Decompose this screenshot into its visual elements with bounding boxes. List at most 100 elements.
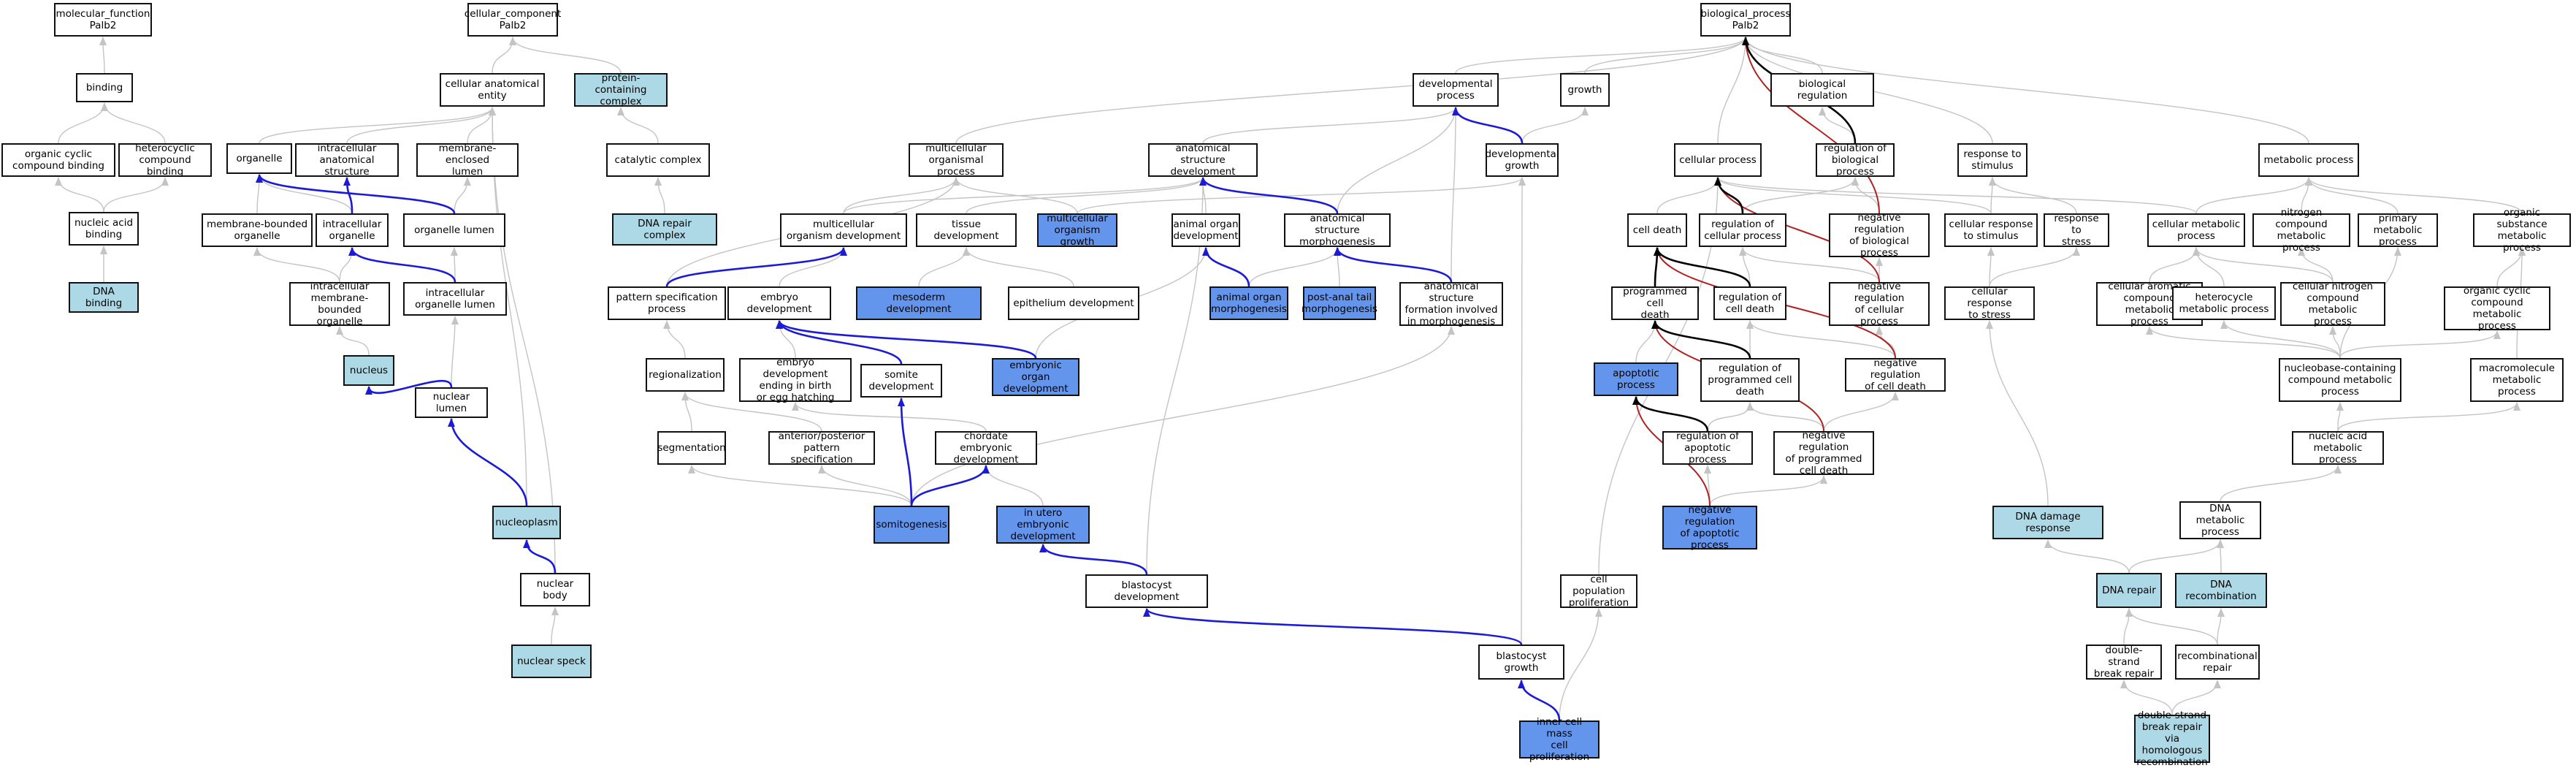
- go-term-catc[interactable]: catalytic complex: [606, 143, 710, 177]
- edge-nab-to-hcb: [103, 177, 169, 213]
- go-term-psp[interactable]: pattern specification process: [608, 286, 726, 320]
- go-term-somg[interactable]: somitogenesis: [874, 506, 949, 544]
- go-term-recr[interactable]: recombinational repair: [2175, 645, 2260, 680]
- go-term-aom[interactable]: animal organ morphogenesis: [1209, 286, 1288, 320]
- go-term-cncmp[interactable]: cellular nitrogen compound metabolic pro…: [2280, 281, 2385, 327]
- go-term-occb[interactable]: organic cyclic compound binding: [1, 143, 115, 177]
- go-term-nrcd[interactable]: negative regulation of cell death: [1845, 357, 1946, 392]
- go-term-bp[interactable]: biological_process Palb2: [1700, 3, 1791, 37]
- go-term-mod[interactable]: multicellular organism development: [780, 213, 907, 247]
- go-term-apps[interactable]: anterior/posterior pattern specification: [768, 430, 875, 465]
- go-term-pcd[interactable]: programmed cell death: [1611, 286, 1699, 321]
- go-term-crs[interactable]: cellular response to stimulus: [1944, 213, 2038, 247]
- go-term-hmp[interactable]: heterocycle metabolic process: [2172, 286, 2276, 320]
- go-term-nrap[interactable]: negative regulation of apoptotic process: [1662, 504, 1757, 551]
- go-term-nab[interactable]: nucleic acid binding: [69, 212, 139, 246]
- go-term-nlumen[interactable]: nuclear lumen: [415, 387, 488, 418]
- go-term-icmp[interactable]: inner cell mass cell proliferation: [1519, 716, 1600, 763]
- go-term-apop[interactable]: apoptotic process: [1594, 362, 1678, 396]
- go-term-mop[interactable]: multicellular organismal process: [909, 142, 1004, 178]
- go-term-epid[interactable]: epithelium development: [1008, 286, 1139, 320]
- go-term-embd[interactable]: embryo development: [727, 286, 831, 320]
- go-term-rbp[interactable]: regulation of biological process: [1816, 142, 1895, 178]
- go-term-dsbrhr[interactable]: double-strand break repair via homologou…: [2134, 710, 2210, 768]
- go-term-cmp[interactable]: cellular metabolic process: [2147, 213, 2245, 247]
- go-term-cellp[interactable]: cellular process: [1674, 143, 1762, 177]
- go-term-dsbr[interactable]: double-strand break repair: [2086, 645, 2162, 680]
- go-term-edeb[interactable]: embryo development ending in birth or eg…: [739, 357, 852, 403]
- go-term-imbo[interactable]: intracellular membrane-bounded organelle: [289, 281, 390, 327]
- go-term-eod[interactable]: embryonic organ development: [992, 358, 1079, 396]
- go-term-asm[interactable]: anatomical structure morphogenesis: [1284, 213, 1391, 248]
- go-term-cpp[interactable]: cell population proliferation: [1560, 574, 1637, 609]
- go-term-binding[interactable]: binding: [76, 73, 133, 102]
- edge-icmp-to-blastg: [1518, 680, 1561, 721]
- go-term-nbody[interactable]: nuclear body: [520, 573, 590, 607]
- go-term-somd[interactable]: somite development: [860, 364, 942, 398]
- go-term-cc[interactable]: cellular_component Palb2: [465, 3, 561, 37]
- edge-asfm-to-asm: [1334, 247, 1453, 283]
- go-term-blastg[interactable]: blastocyst growth: [1478, 645, 1564, 680]
- go-term-aod[interactable]: animal organ development: [1172, 213, 1240, 247]
- go-term-cae[interactable]: cellular anatomical entity: [440, 73, 545, 107]
- go-term-nucleoplasm[interactable]: nucleoplasm: [492, 506, 561, 539]
- go-term-ddr[interactable]: DNA damage response: [1992, 506, 2103, 539]
- go-term-dnarec[interactable]: DNA recombination: [2175, 573, 2267, 608]
- go-term-dnamp[interactable]: DNA metabolic process: [2179, 501, 2261, 539]
- go-term-io[interactable]: intracellular organelle: [316, 213, 389, 247]
- go-term-mf[interactable]: molecular_function Palb2: [54, 3, 152, 37]
- go-term-ias[interactable]: intracellular anatomical structure: [295, 142, 399, 178]
- go-term-asfm[interactable]: anatomical structure formation involved …: [1399, 281, 1503, 327]
- go-term-mog[interactable]: multicellular organism growth: [1037, 213, 1117, 248]
- go-term-nrbp[interactable]: negative regulation of biological proces…: [1829, 212, 1930, 259]
- go-term-patm[interactable]: post-anal tail morphogenesis: [1302, 286, 1377, 320]
- go-term-tissd[interactable]: tissue development: [916, 213, 1017, 247]
- go-term-dnab[interactable]: DNA binding: [69, 282, 139, 313]
- go-term-regz[interactable]: regionalization: [646, 358, 725, 392]
- go-term-mmmp[interactable]: macromolecule metabolic process: [2470, 358, 2564, 402]
- go-term-ced[interactable]: chordate embryonic development: [935, 430, 1037, 465]
- go-term-rts[interactable]: response to stimulus: [1957, 143, 2027, 177]
- go-term-iued[interactable]: in utero embryonic development: [996, 506, 1090, 544]
- edge-nucleoplasm-to-nlumen: [448, 418, 528, 506]
- go-term-devp[interactable]: developmental process: [1413, 73, 1499, 107]
- go-term-ncmp[interactable]: nitrogen compound metabolic process: [2252, 207, 2350, 254]
- edge-asm-to-devp: [1337, 107, 1459, 214]
- go-term-rcd[interactable]: regulation of cell death: [1713, 286, 1786, 320]
- go-term-pmp[interactable]: primary metabolic process: [2358, 213, 2438, 248]
- edge-dsbrhr-to-dsbr: [2120, 680, 2173, 715]
- go-term-iol[interactable]: intracellular organelle lumen: [403, 282, 507, 316]
- go-term-growth[interactable]: growth: [1560, 73, 1610, 107]
- go-term-osmp[interactable]: organic substance metabolic process: [2473, 207, 2571, 254]
- go-term-devg[interactable]: developmental growth: [1485, 143, 1559, 177]
- go-term-pcc[interactable]: protein-containing complex: [574, 72, 668, 107]
- go-term-crstress[interactable]: cellular response to stress: [1944, 286, 2035, 321]
- go-term-ol[interactable]: organelle lumen: [403, 213, 505, 247]
- go-term-dnarep[interactable]: DNA repair: [2096, 573, 2162, 608]
- go-term-seg[interactable]: segmentation: [657, 431, 726, 465]
- edge-rtstress-to-rts: [1989, 177, 2077, 214]
- go-term-nbccmp[interactable]: nucleobase-containing compound metabolic…: [2279, 358, 2401, 402]
- go-term-nspeck[interactable]: nuclear speck: [511, 645, 592, 678]
- edge-nrpcd-to-nrcd: [1823, 392, 1899, 432]
- go-term-bioreg[interactable]: biological regulation: [1770, 73, 1874, 107]
- go-term-mel[interactable]: membrane-enclosed lumen: [416, 142, 519, 178]
- go-term-mbo[interactable]: membrane-bounded organelle: [202, 213, 313, 247]
- go-term-nrcp[interactable]: negative regulation of cellular process: [1829, 281, 1930, 327]
- go-term-blastd[interactable]: blastocyst development: [1085, 574, 1208, 608]
- go-term-occmp[interactable]: organic cyclic compound metabolic proces…: [2444, 285, 2550, 332]
- go-term-rpcd[interactable]: regulation of programmed cell death: [1700, 358, 1800, 402]
- go-term-asd[interactable]: anatomical structure development: [1148, 142, 1258, 178]
- go-term-rcp[interactable]: regulation of cellular process: [1699, 213, 1786, 247]
- go-term-rap[interactable]: regulation of apoptotic process: [1662, 430, 1753, 465]
- go-term-mesd[interactable]: mesoderm development: [856, 286, 982, 320]
- go-term-namp[interactable]: nucleic acid metabolic process: [2292, 430, 2384, 465]
- go-term-nrpcd[interactable]: negative regulation of programmed cell d…: [1773, 430, 1874, 476]
- go-term-metp[interactable]: metabolic process: [2258, 143, 2359, 177]
- go-term-hcb[interactable]: heterocyclic compound binding: [118, 142, 212, 178]
- go-term-nucleus[interactable]: nucleus: [343, 355, 394, 386]
- go-term-drc[interactable]: DNA repair complex: [612, 213, 717, 246]
- go-term-celldeath[interactable]: cell death: [1627, 213, 1687, 247]
- go-term-rtstress[interactable]: response to stress: [2044, 213, 2109, 248]
- go-term-organelle[interactable]: organelle: [226, 143, 292, 174]
